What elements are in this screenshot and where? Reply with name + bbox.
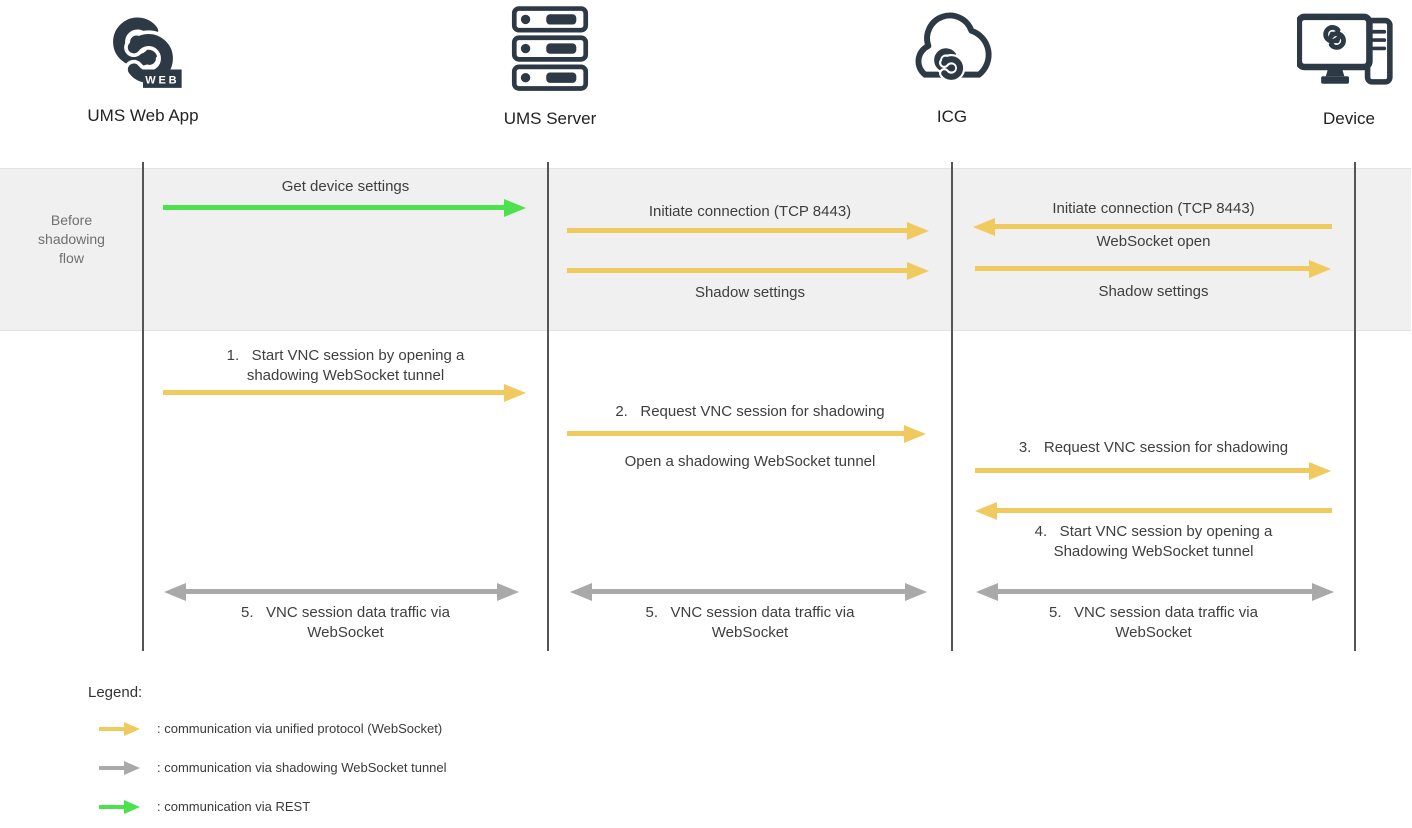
ws-arrow-initiate-server-icg [567, 228, 908, 233]
tunnel-arrow-step5-server-icg [591, 589, 906, 594]
icg-cloud-icon [898, 4, 1006, 103]
msg-step2: 2. Request VNC session for shadowing [615, 403, 885, 420]
msg-step4: 4. Start VNC session by opening a Shadow… [1034, 523, 1273, 560]
rest-arrow-get-device-settings [163, 205, 505, 210]
lifeline-icg [951, 162, 953, 651]
msg-initiate-connection-device-icg: Initiate connection (TCP 8443) [1052, 200, 1255, 217]
legend-item-rest: : communication via REST [157, 799, 311, 814]
lifeline-ums-web-app [142, 162, 144, 651]
lifeline-ums-server [547, 162, 549, 651]
web-badge-label: WEB [145, 74, 179, 86]
ws-arrow-step1 [163, 390, 505, 395]
device-icon [1295, 9, 1401, 104]
legend-item-unified-protocol: : communication via unified protocol (We… [157, 721, 443, 736]
msg-initiate-connection-server-icg: Initiate connection (TCP 8443) [648, 203, 852, 220]
lifeline-device [1354, 162, 1356, 651]
msg-step2-note: Open a shadowing WebSocket tunnel [624, 453, 876, 470]
msg-get-device-settings: Get device settings [281, 178, 410, 195]
before-shadowing-band [0, 168, 1411, 331]
msg-shadow-settings-icg-device: Shadow settings [1098, 283, 1209, 300]
actor-label-icg: ICG [936, 107, 968, 126]
actor-label-ums-server: UMS Server [503, 109, 597, 128]
ws-arrow-shadow-settings-server-icg [567, 268, 908, 273]
actor-label-device: Device [1323, 109, 1375, 128]
tunnel-arrow-step5-icg-device [997, 589, 1313, 594]
msg-step3: 3. Request VNC session for shadowing [1018, 439, 1289, 456]
ws-arrow-step4 [996, 508, 1332, 513]
actor-label-ums-web-app: UMS Web App [87, 106, 199, 125]
msg-step5-server-icg: 5. VNC session data traffic via WebSocke… [645, 604, 855, 641]
legend-title: Legend: [88, 684, 143, 701]
legend-yellow-arrow-icon [99, 727, 125, 731]
ums-server-icon [503, 4, 597, 99]
ws-arrow-step3 [975, 468, 1310, 473]
band-label: Before shadowing flow [38, 212, 105, 266]
msg-shadow-settings-server-icg: Shadow settings [694, 284, 806, 301]
msg-websocket-open: WebSocket open [1096, 233, 1211, 250]
legend-item-shadow-tunnel: : communication via shadowing WebSocket … [157, 760, 447, 775]
legend-green-arrow-icon [99, 805, 125, 809]
tunnel-arrow-step5-web-server [185, 589, 498, 594]
ums-web-app-icon: WEB [97, 5, 189, 104]
legend-gray-arrow-icon [99, 766, 125, 770]
ws-arrow-shadow-settings-icg-device [975, 266, 1310, 271]
msg-step1: 1. Start VNC session by opening a shadow… [226, 347, 465, 384]
ws-arrow-step2 [567, 431, 905, 436]
msg-step5-web-server: 5. VNC session data traffic via WebSocke… [241, 604, 450, 641]
ws-arrow-initiate-device-icg [994, 224, 1332, 229]
msg-step5-icg-device: 5. VNC session data traffic via WebSocke… [1049, 604, 1258, 641]
